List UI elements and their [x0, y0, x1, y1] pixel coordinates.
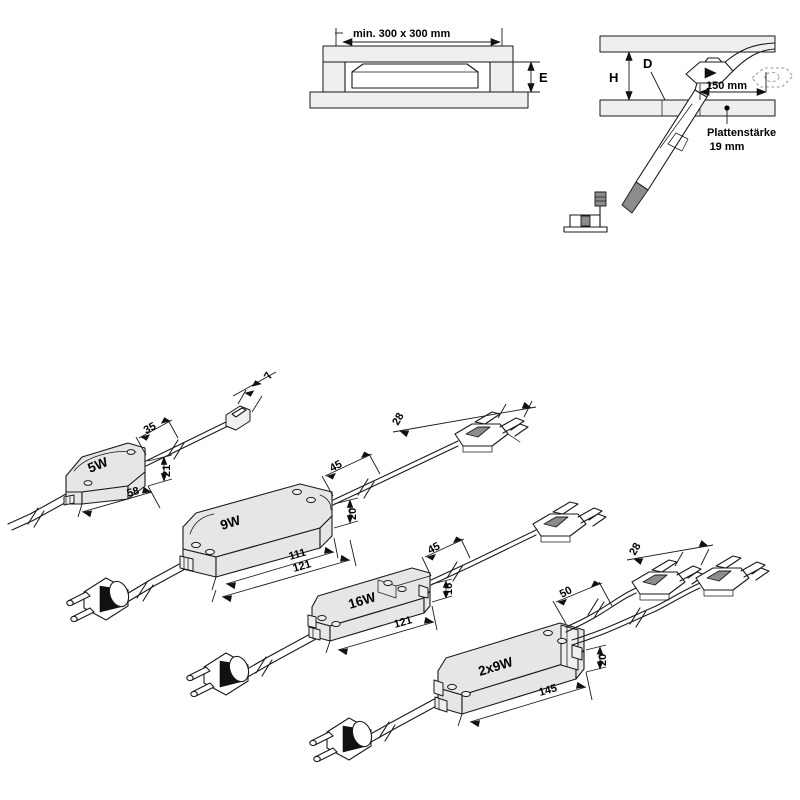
2x9w-mains-plug — [309, 717, 373, 763]
upper-panel — [322, 45, 514, 63]
connector-ghost — [751, 67, 794, 88]
dim-H-label: H — [609, 70, 618, 85]
5w-connector — [225, 405, 251, 431]
tool-stand — [563, 191, 608, 233]
unit-5w-label: 5W — [86, 454, 111, 476]
dim-5w-58: 58 — [77, 485, 161, 518]
2x9w-connector-a — [631, 559, 706, 601]
dimension-150mm: 150 mm — [699, 72, 767, 100]
unit-2x9w: 2x9W — [309, 540, 770, 763]
dim-5w-7: 7 — [262, 370, 275, 381]
dim-2x9w-28-label: 28 — [627, 541, 644, 558]
driver-body-inside — [351, 63, 479, 89]
dim-16w-45: 45 — [421, 536, 471, 577]
dim-5w-21: 21 — [147, 454, 173, 487]
dim-2x9w-20-label: 20 — [597, 654, 609, 666]
dim-9w-121-label: 121 — [292, 558, 313, 575]
dim-9w-111: 111 — [211, 537, 339, 591]
dimension-H: H — [609, 51, 633, 101]
dim-16w-121: 121 — [325, 605, 438, 656]
dim-9w-111-label: 111 — [288, 547, 308, 563]
connector-pulled — [685, 42, 776, 84]
2x9w-connector-b — [695, 555, 770, 597]
unit-16w: 16W 45 — [186, 501, 607, 698]
dim-150mm-label: 150 mm — [706, 80, 747, 92]
dim-2x9w-145-label: 145 — [538, 682, 559, 699]
left-support — [322, 61, 346, 93]
9w-mains-plug — [66, 577, 130, 623]
dim-D-label: D — [643, 56, 652, 71]
top-right-diagram: H D — [563, 35, 794, 233]
dim-9w-20: 20 — [333, 497, 359, 529]
dimension-D: D — [643, 56, 666, 101]
dim-5w-21-label: 21 — [161, 465, 173, 477]
dim-16w-45-label: 45 — [426, 540, 442, 556]
dim-16w-121-label: 121 — [393, 614, 414, 631]
dimension-E: E — [513, 61, 548, 93]
panel-note-line1: Plattenstärke — [707, 127, 776, 139]
dim-5w-35-label: 35 — [142, 420, 158, 436]
panel-thickness-note: Plattenstärke 19 mm — [707, 105, 776, 153]
base-plate — [309, 91, 529, 109]
dim-2x9w-28: 28 — [626, 540, 714, 567]
9w-body-right — [319, 515, 333, 549]
dim-16w-16: 16 — [431, 578, 455, 603]
right-support — [489, 61, 514, 93]
top-left-diagram: min. 300 x 300 mm E — [309, 28, 548, 109]
dim-2x9w-145: 145 — [457, 671, 593, 728]
dim-5w-35: 35 — [135, 417, 179, 456]
16w-connector — [532, 501, 607, 543]
dim-16w-16-label: 16 — [443, 583, 455, 595]
panel-note-line2: 19 mm — [710, 141, 745, 153]
dim-5w-connector: 7 — [232, 370, 277, 413]
dim-5w-58-label: 58 — [126, 485, 141, 500]
dimension-min-300: min. 300 x 300 mm — [335, 28, 503, 52]
dim-9w-28: 28 — [390, 400, 537, 438]
dim-9w-28-label: 28 — [390, 411, 407, 428]
dim-min-300-label: min. 300 x 300 mm — [353, 28, 450, 40]
top-board — [599, 35, 776, 53]
dim-9w-45: 45 — [321, 451, 381, 497]
9w-connector — [454, 411, 529, 453]
dim-9w-45-label: 45 — [328, 458, 344, 474]
dim-2x9w-20: 20 — [585, 644, 609, 673]
unit-9w-label: 9W — [218, 513, 242, 533]
dim-9w-20-label: 20 — [347, 508, 359, 520]
dim-9w-121: 121 — [211, 539, 357, 603]
unit-5w: 5W 7 35 — [7, 370, 277, 531]
unit-9w: 9W 28 — [66, 400, 537, 623]
5w-body-right-side — [127, 471, 146, 500]
dim-E-label: E — [539, 70, 548, 85]
dim-2x9w-50: 50 — [552, 580, 613, 625]
16w-mains-plug — [186, 652, 250, 698]
dim-2x9w-50-label: 50 — [558, 584, 574, 600]
